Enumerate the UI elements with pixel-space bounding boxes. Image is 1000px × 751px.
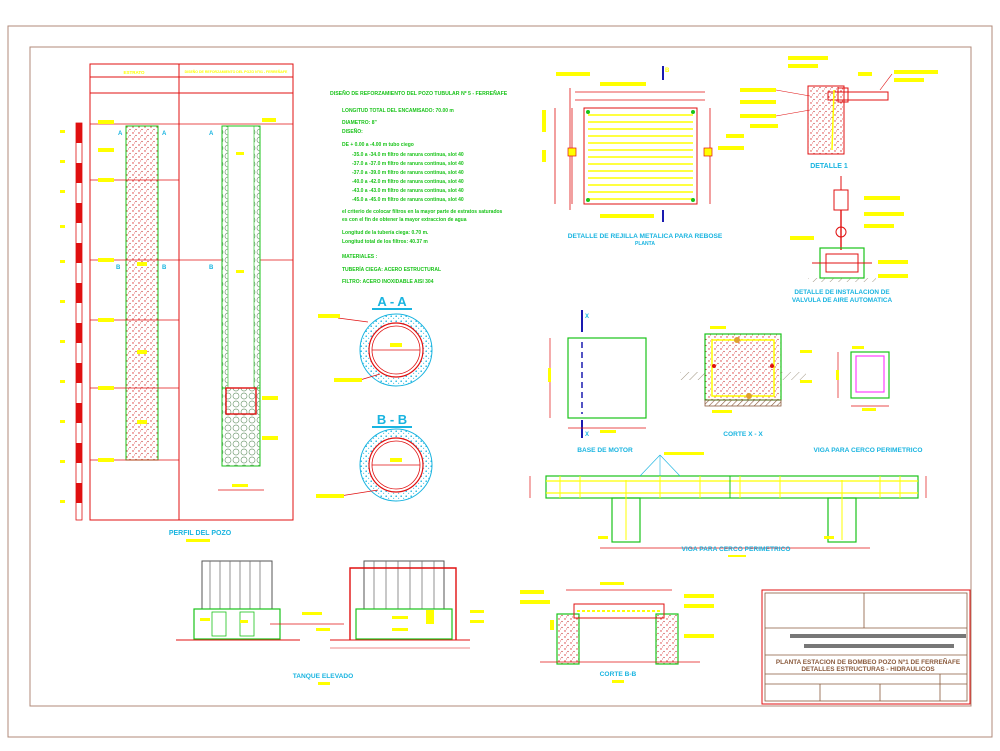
outer-border [7, 25, 993, 738]
detalle-1: DETALLE 1 [740, 56, 938, 170]
corte-bb-title: CORTE B-B [600, 671, 637, 678]
note-line: DE + 0.00 a -4.00 m tubo ciego [342, 142, 414, 148]
note-line: -37.0 a -39.0 m filtro de ranura continu… [352, 170, 464, 176]
profile-marker-b-left: B [116, 265, 121, 271]
corte-xx-title: CORTE X - X [723, 431, 763, 438]
tanque-elevado: TANQUE ELEVADO [176, 560, 484, 685]
inner-border [29, 46, 972, 707]
note-line: FILTRO: ACERO INOXIDABLE AISI 304 [342, 279, 434, 285]
note-line: Longitud de la tubería ciega: 0.70 m. [342, 230, 429, 236]
note-line: -45.0 a -45.0 m filtro de ranura continu… [352, 197, 464, 203]
profile-title: PERFIL DEL POZO [169, 530, 232, 537]
valvula-detail: DETALLE DE INSTALACION DE VALVULA DE AIR… [790, 176, 908, 304]
profile-header-left: ESTRATO [123, 70, 145, 75]
profile-marker-b-right: B [162, 265, 167, 271]
title-block: PLANTA ESTACION DE BOMBEO POZO Nº1 DE FE… [761, 589, 971, 705]
profile-marker-a-right: A [162, 131, 167, 137]
note-line: el criterio de colocar filtros en la may… [342, 209, 503, 215]
well-profile: ESTRATO DISEÑO DE REFORZAMIENTO DEL POZO… [60, 63, 294, 542]
rejilla-mark-top: B [665, 68, 670, 74]
base-motor-x-bottom: X [585, 432, 589, 438]
base-motor: X X BASE DE MOTOR [548, 310, 647, 454]
section-bb-title: B - B [377, 412, 407, 427]
note-line: DIAMETRO: 8" [342, 120, 378, 126]
rejilla-detail: B DETALLE DE REJILLA METAL [542, 66, 744, 247]
rejilla-subtitle: PLANTA [635, 241, 655, 247]
profile-marker-a-left: A [118, 131, 123, 137]
base-motor-title: BASE DE MOTOR [577, 447, 633, 454]
viga-small: VIGA PARA CERCO PERIMETRICO [814, 346, 923, 454]
section-bb: B - B [316, 412, 433, 502]
section-aa-title: A - A [377, 294, 407, 309]
note-line: -43.0 a -43.0 m filtro de ranura continu… [352, 188, 464, 194]
tanque-title: TANQUE ELEVADO [293, 673, 354, 680]
detalle1-title: DETALLE 1 [810, 163, 848, 170]
note-line: Longitud total de los filtros: 40.37 m [342, 239, 428, 245]
note-line: -40.0 a -42.0 m filtro de ranura continu… [352, 179, 464, 185]
viga-long-title: VIGA PARA CERCO PERIMETRICO [682, 546, 791, 553]
valvula-title-2: VALVULA DE AIRE AUTOMATICA [792, 297, 893, 304]
note-line: -35.0 a -34.0 m filtro de ranura continu… [352, 152, 464, 158]
rejilla-title: DETALLE DE REJILLA METALICA PARA REBOSE [568, 233, 723, 240]
note-line: DISEÑO: [342, 128, 363, 135]
note-line: TUBERÍA CIEGA: ACERO ESTRUCTURAL [342, 265, 441, 273]
valvula-title-1: DETALLE DE INSTALACION DE [794, 289, 890, 296]
profile-marker-a-casing: A [209, 131, 214, 137]
notes-title: DISEÑO DE REFORZAMIENTO DEL POZO TUBULAR… [330, 90, 508, 97]
note-line: -37.0 a -37.0 m filtro de ranura continu… [352, 161, 464, 167]
design-notes: DISEÑO DE REFORZAMIENTO DEL POZO TUBULAR… [330, 90, 508, 285]
viga-small-title: VIGA PARA CERCO PERIMETRICO [814, 447, 923, 454]
profile-header-right: DISEÑO DE REFORZAMIENTO DEL POZO N°01 - … [185, 69, 288, 74]
corte-xx: CORTE X - X [680, 326, 812, 438]
note-line: MATERIALES : [342, 254, 378, 260]
title-block-line1: PLANTA ESTACION DE BOMBEO POZO Nº1 DE FE… [776, 657, 961, 666]
profile-marker-b-casing: B [209, 265, 214, 271]
title-block-line2: DETALLES ESTRUCTURAS - HIDRAULICOS [801, 666, 935, 673]
base-motor-x-top: X [585, 314, 589, 320]
corte-bb: CORTE B-B [520, 582, 714, 683]
viga-long: VIGA PARA CERCO PERIMETRICO [529, 452, 927, 557]
note-line: es con el fin de obtener la mayor extrac… [342, 217, 467, 223]
note-line: LONGITUD TOTAL DEL ENCAMISADO: 70.00 m [342, 108, 454, 114]
section-aa: A - A [318, 294, 433, 387]
